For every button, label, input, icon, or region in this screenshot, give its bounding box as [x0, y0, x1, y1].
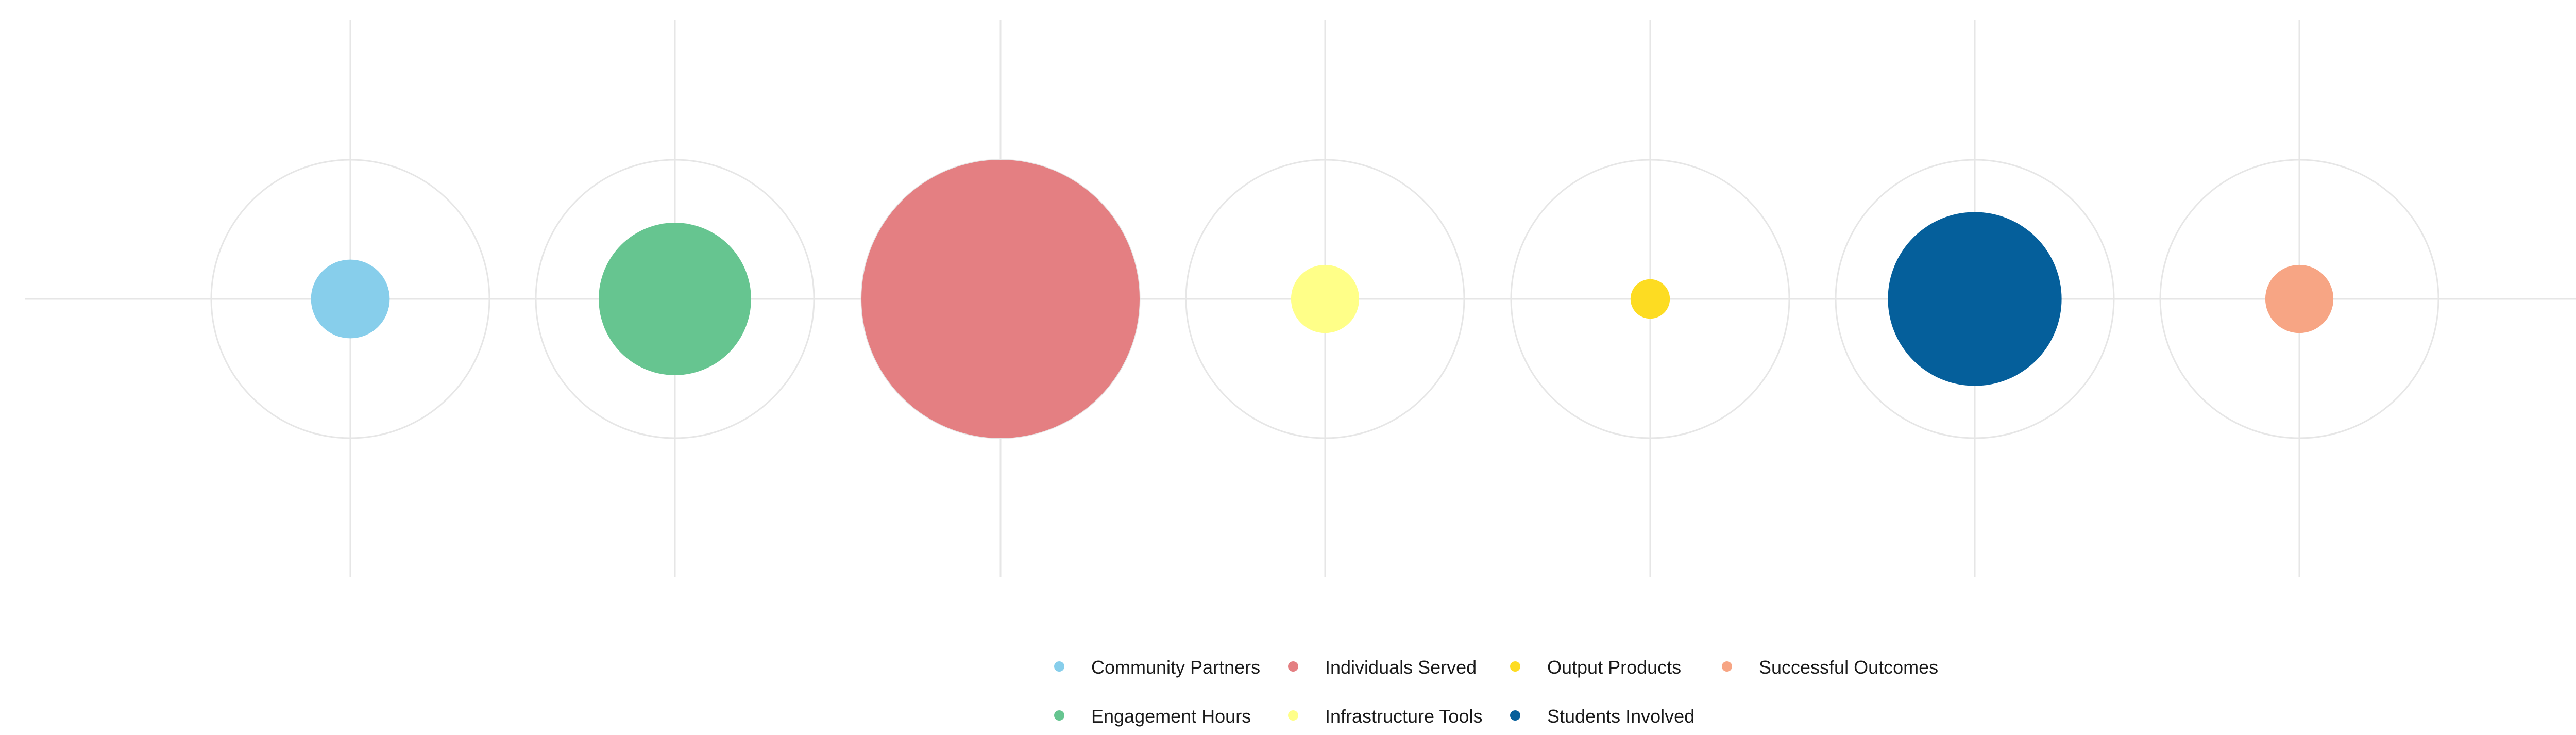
legend-item: Students Involved — [1510, 706, 1694, 727]
bubble-community-partners — [311, 259, 390, 339]
bubble-engagement-hours — [599, 223, 751, 375]
legend-label: Students Involved — [1547, 706, 1694, 727]
reference-circle — [1510, 159, 1790, 439]
reference-circle — [1835, 159, 2115, 439]
legend-swatch — [1288, 710, 1298, 721]
legend-item: Community Partners — [1054, 657, 1260, 678]
reference-circle — [2159, 159, 2439, 439]
legend-item: Engagement Hours — [1054, 706, 1251, 727]
legend-swatch — [1288, 661, 1298, 672]
legend-item: Successful Outcomes — [1722, 657, 1938, 678]
legend-item: Individuals Served — [1288, 657, 1477, 678]
legend-label: Engagement Hours — [1091, 706, 1251, 727]
bubble-output-products — [1630, 279, 1670, 319]
reference-circle — [210, 159, 490, 439]
bubble-infrastructure-tools — [1291, 264, 1360, 333]
legend-item: Infrastructure Tools — [1288, 706, 1482, 727]
legend-label: Output Products — [1547, 657, 1681, 678]
legend-label: Successful Outcomes — [1759, 657, 1938, 678]
legend-swatch — [1510, 661, 1520, 672]
legend-label: Community Partners — [1091, 657, 1260, 678]
bubble-students-involved — [1888, 212, 2062, 386]
bubble-individuals-served — [861, 160, 1140, 438]
reference-circle — [535, 159, 815, 439]
legend-label: Infrastructure Tools — [1325, 706, 1482, 727]
legend-swatch — [1510, 710, 1520, 721]
legend-item: Output Products — [1510, 657, 1681, 678]
bubbles — [311, 160, 2334, 438]
legend-swatch — [1054, 710, 1064, 721]
reference-circle — [1185, 159, 1465, 439]
bubble-successful-outcomes — [2265, 264, 2334, 333]
legend-swatch — [1054, 661, 1064, 672]
legend-label: Individuals Served — [1325, 657, 1477, 678]
legend-swatch — [1722, 661, 1732, 672]
grid-lines — [25, 20, 2576, 577]
